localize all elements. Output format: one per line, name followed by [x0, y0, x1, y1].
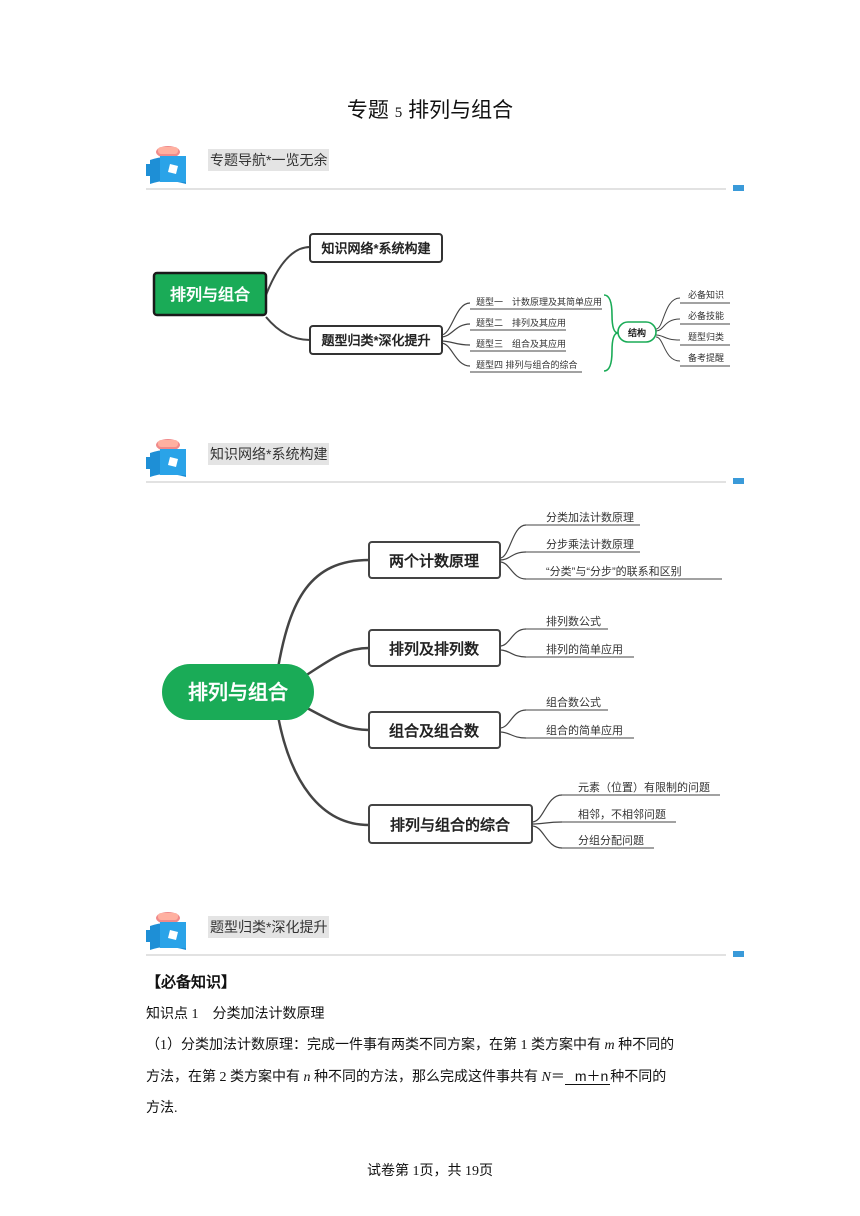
nav-root-node — [152, 271, 268, 317]
topic-node-combination — [368, 711, 501, 749]
page-title: 专题 5 排列与组合 — [346, 99, 514, 122]
section-divider — [146, 481, 726, 483]
topic-item: 排列的简单应用 — [546, 642, 623, 656]
topic-node-permutation — [368, 629, 501, 667]
topic-label: 两个计数原理 — [389, 552, 479, 570]
topic-item: 元素（位置）有限制的问题 — [578, 780, 710, 794]
nav-branch-types — [309, 325, 443, 355]
content-heading: 【必备知识】 — [146, 975, 237, 991]
section-book-icon — [146, 912, 186, 950]
nav-type-item: 题型二 排列及其应用 — [476, 317, 566, 328]
nav-structure-item: 必备技能 — [688, 310, 724, 321]
knowledge-content: 【必备知识】 知识点 1 分类加法计数原理 （1）分类加法计数原理：完成一件事有… — [146, 968, 726, 1124]
nav-structure-node — [617, 321, 657, 343]
topic-label: 组合及组合数 — [389, 722, 480, 740]
topic-label: 排列与组合的综合 — [390, 816, 511, 834]
section-header-knowledge: 知识网络*系统构建 — [208, 443, 330, 465]
section-marker — [733, 185, 744, 191]
section-book-icon — [146, 439, 186, 477]
nav-branch-types-label: 题型归类*深化提升 — [321, 333, 430, 348]
nav-root-label: 排列与组合 — [170, 285, 251, 304]
knowledge-root-label: 排列与组合 — [188, 680, 289, 704]
knowledge-root-node — [162, 664, 314, 720]
page-footer: 试卷第 1页，共 19页 — [367, 1164, 493, 1179]
nav-branch-knowledge — [309, 233, 443, 263]
nav-structure-item: 备考提醒 — [688, 352, 724, 363]
section-divider — [146, 188, 726, 190]
answer-blank: m＋n — [564, 1068, 611, 1085]
topic-label: 排列及排列数 — [389, 640, 480, 658]
nav-structure-item: 题型归类 — [688, 331, 724, 342]
nav-branch-knowledge-label: 知识网络*系统构建 — [321, 241, 430, 256]
topic-item: 组合的简单应用 — [546, 723, 623, 737]
topic-item: 分类加法计数原理 — [546, 510, 634, 524]
topic-item: 排列数公式 — [546, 614, 601, 628]
nav-structure-label: 结构 — [628, 327, 646, 338]
topic-item: 分步乘法计数原理 — [546, 537, 634, 551]
topic-item: “分类”与“分步”的联系和区别 — [546, 564, 682, 578]
section-marker — [733, 478, 744, 484]
section-book-icon — [146, 146, 186, 184]
knowledge-mindmap: 排列与组合 两个计数原理 分类加法计数原理 分步乘法计数原理 “分类”与“分步”… — [162, 510, 722, 849]
topic-item: 相邻，不相邻问题 — [578, 808, 666, 821]
topic-item: 组合数公式 — [546, 695, 601, 709]
nav-structure-item: 必备知识 — [688, 289, 724, 300]
section-marker — [733, 951, 744, 957]
nav-mindmap: 排列与组合 知识网络*系统构建 题型归类*深化提升 题型一 计数原理及其简单应用… — [152, 233, 730, 373]
content-line: 方法. — [146, 1101, 178, 1116]
knowledge-point-title: 知识点 1 分类加法计数原理 — [146, 1007, 325, 1022]
nav-type-item: 题型三 组合及其应用 — [476, 338, 566, 349]
nav-type-item: 题型一 计数原理及其简单应用 — [476, 296, 602, 307]
nav-type-item: 题型四 排列与组合的综合 — [476, 359, 578, 370]
section-header-nav: 专题导航*一览无余 — [208, 149, 330, 171]
section-divider — [146, 954, 726, 956]
topic-item: 分组分配问题 — [578, 833, 644, 847]
content-line: （1）分类加法计数原理：完成一件事有两类不同方案，在第 1 类方案中有 m 种不… — [146, 1038, 675, 1053]
section-header-types: 题型归类*深化提升 — [208, 916, 330, 938]
